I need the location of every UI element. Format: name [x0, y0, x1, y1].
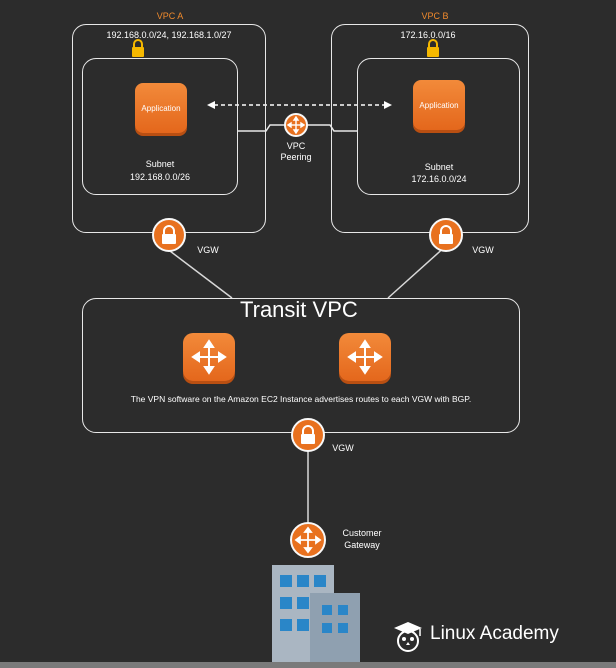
ec2-router-right-icon	[339, 333, 391, 381]
transit-vpc-title: Transit VPC	[240, 297, 358, 322]
vpc-a-subnet-label: Subnet	[145, 159, 175, 169]
customer-gateway-label-line1: Customer	[342, 528, 382, 538]
vpc-a-title: VPC A	[156, 11, 184, 21]
peering-label-line1: VPC	[286, 141, 306, 151]
brand-name: Linux Academy	[430, 623, 559, 644]
vgw-a-label: VGW	[197, 245, 219, 255]
lock-icon	[425, 38, 441, 58]
bottom-bar	[0, 662, 616, 668]
building-icon	[272, 565, 362, 662]
vgw-transit-label: VGW	[332, 443, 354, 453]
vpc-a-subnet	[82, 58, 238, 195]
transit-vpc-description: The VPN software on the Amazon EC2 Insta…	[130, 394, 472, 404]
vpc-b-subnet	[357, 58, 520, 195]
vpc-a-subnet-cidr: 192.168.0.0/26	[129, 172, 191, 182]
vgw-transit-lock-icon	[291, 418, 325, 452]
customer-gateway-label-line2: Gateway	[344, 540, 380, 550]
vpc-a-cidr: 192.168.0.0/24, 192.168.1.0/27	[106, 30, 232, 40]
vpc-b-title: VPC B	[421, 11, 449, 21]
vpc-a-to-transit-line	[161, 244, 233, 299]
ec2-router-left-icon	[183, 333, 235, 381]
penguin-logo-icon	[391, 618, 425, 652]
peering-router-icon	[284, 113, 308, 137]
lock-icon	[130, 38, 146, 58]
peering-label-line2: Peering	[280, 152, 312, 162]
vpc-b-subnet-label: Subnet	[424, 162, 454, 172]
vgw-b-lock-icon	[429, 218, 463, 252]
vpc-b-cidr: 172.16.0.0/16	[400, 30, 456, 40]
vpc-b-application: Application	[413, 80, 465, 130]
vgw-b-label: VGW	[472, 245, 494, 255]
vpc-a-application: Application	[135, 83, 187, 133]
vpc-b-to-transit-line	[387, 244, 448, 299]
vpc-b-subnet-cidr: 172.16.0.0/24	[411, 174, 467, 184]
customer-gateway-router-icon	[290, 522, 326, 558]
vgw-a-lock-icon	[152, 218, 186, 252]
